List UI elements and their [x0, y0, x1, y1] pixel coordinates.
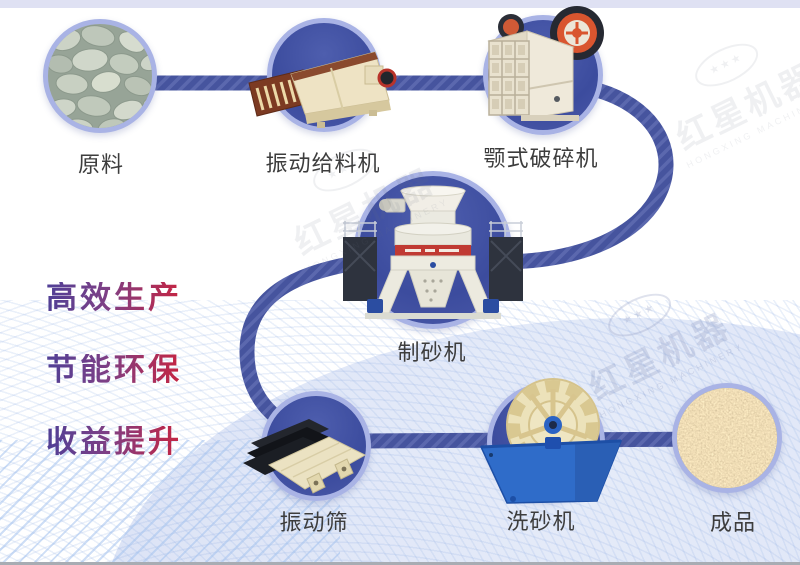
headline-energy-saving: 节能环保	[46, 352, 182, 387]
step-label-vibrating-feeder: 振动给料机	[265, 151, 381, 176]
pebbles-image	[48, 25, 152, 128]
jaw-crusher-image	[487, 6, 604, 121]
sand-washer-image	[479, 378, 623, 504]
step-node-sand-washer	[479, 378, 623, 504]
step-label-finished-product: 成品	[709, 510, 757, 535]
headline-profit-boost: 收益提升	[46, 424, 182, 459]
step-node-jaw-crusher	[483, 6, 604, 135]
bottom-edge-line	[0, 562, 800, 565]
step-label-jaw-crusher: 颚式破碎机	[483, 146, 599, 171]
headline-efficient-production: 高效生产	[46, 280, 182, 315]
step-node-vibrating-screen	[243, 391, 371, 501]
step-label-sand-washer: 洗砂机	[506, 509, 576, 534]
step-label-raw-material: 原料	[77, 152, 125, 177]
step-label-vibrating-screen: 振动筛	[279, 510, 349, 535]
step-label-sand-maker: 制砂机	[397, 340, 467, 365]
sand-maker-image	[343, 185, 523, 319]
raw-material-photo-circle	[43, 19, 157, 133]
sand-image	[677, 388, 777, 488]
vibrating-feeder-image	[248, 51, 397, 128]
step-node-sand-maker	[343, 171, 523, 329]
step-node-finished-product	[672, 383, 782, 493]
finished-product-photo-circle	[672, 383, 782, 493]
headline-block: 高效生产 节能环保 收益提升	[46, 282, 182, 498]
step-node-raw-material	[43, 19, 157, 133]
top-accent-strip	[0, 0, 800, 8]
vibrating-screen-image	[243, 419, 367, 494]
step-node-vibrating-feeder	[248, 18, 397, 132]
